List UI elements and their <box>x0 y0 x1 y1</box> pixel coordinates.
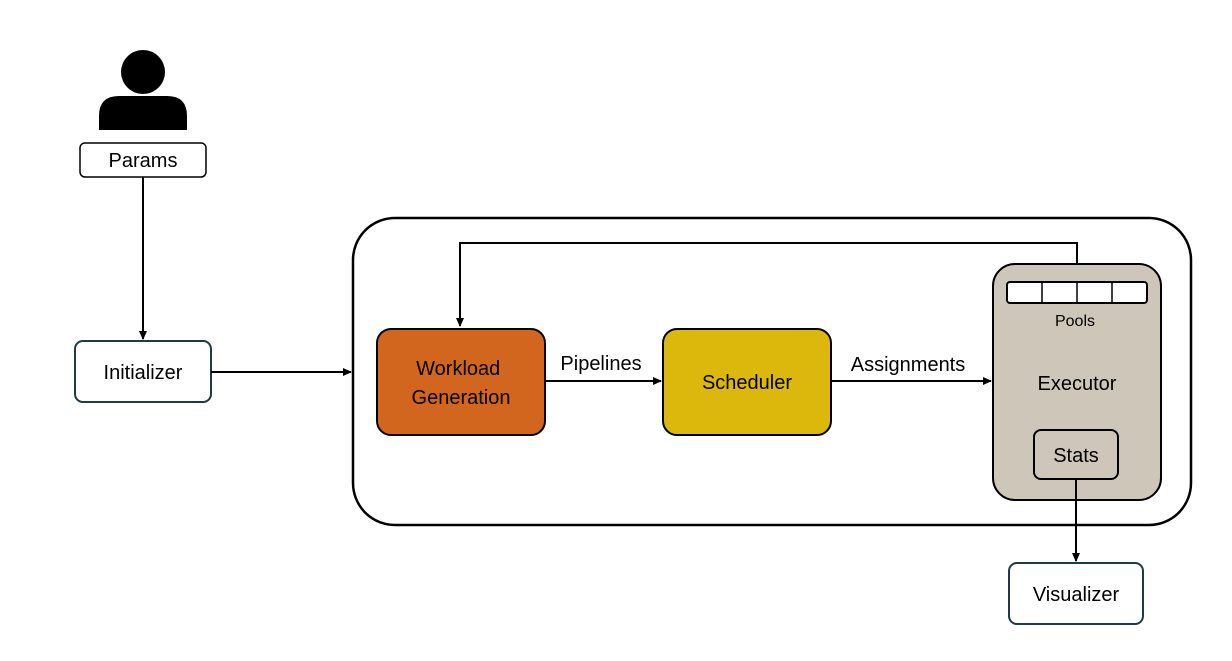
pipelines-label: Pipelines <box>560 353 641 375</box>
scheduler-box: Scheduler <box>662 328 832 436</box>
workload-generation-label: Workload Generation <box>412 358 511 409</box>
user-icon <box>99 50 187 130</box>
scheduler-label: Scheduler <box>702 372 792 394</box>
assignments-label: Assignments <box>851 354 966 376</box>
executor-box: Pools Executor Stats <box>992 263 1162 501</box>
visualizer-label: Visualizer <box>1033 584 1120 606</box>
pools-bar <box>1006 281 1148 304</box>
stats-box: Stats <box>1033 429 1119 480</box>
params-box: Params <box>79 142 207 178</box>
params-label: Params <box>109 150 178 172</box>
workload-generation-line-2: Generation <box>412 387 511 409</box>
executor-to-workload-feedback-arrow <box>456 242 1078 327</box>
visualizer-box: Visualizer <box>1008 562 1144 625</box>
stats-label: Stats <box>1053 445 1099 467</box>
initializer-box: Initializer <box>74 340 212 403</box>
workload-generation-line-1: Workload <box>416 358 500 380</box>
workload-generation-box: Workload Generation <box>376 328 546 436</box>
pools-label: Pools <box>1055 313 1095 330</box>
initializer-label: Initializer <box>104 362 183 384</box>
executor-label: Executor <box>1038 373 1117 395</box>
